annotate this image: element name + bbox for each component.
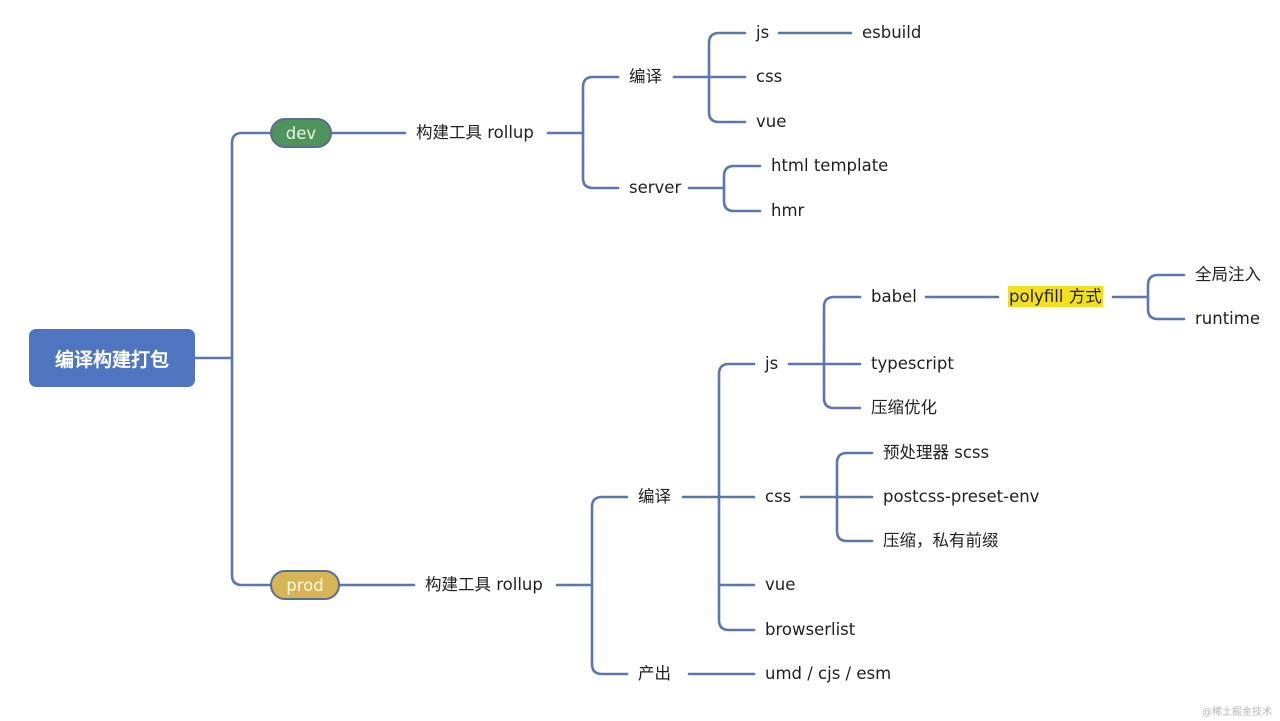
connector-polyfill-runtime <box>1146 295 1186 321</box>
dev-html-template-node[interactable]: html template <box>771 156 889 175</box>
prod-node[interactable]: prod <box>270 570 340 600</box>
prod-output-node[interactable]: 产出 <box>638 664 671 683</box>
root-label: 编译构建打包 <box>54 348 169 371</box>
dev-vue-node[interactable]: vue <box>756 112 787 131</box>
dev-esbuild-node[interactable]: esbuild <box>862 23 922 42</box>
prod-output-value-node[interactable]: umd / cjs / esm <box>765 664 892 683</box>
dev-label: dev <box>285 123 317 143</box>
root-node[interactable]: 编译构建打包 <box>29 329 195 387</box>
connector-dev-compile <box>581 75 620 135</box>
prod-babel-node[interactable]: babel <box>871 287 917 306</box>
connector-dev-js <box>707 31 747 79</box>
dev-css-node[interactable]: css <box>756 67 783 86</box>
connector-polyfill-global <box>1146 273 1186 299</box>
polyfill-label: polyfill 方式 <box>1008 286 1103 307</box>
css-scss-node[interactable]: 预处理器 scss <box>883 443 990 462</box>
prod-css-node[interactable]: css <box>765 487 792 506</box>
dev-tool-node[interactable]: 构建工具 rollup <box>416 123 534 142</box>
dev-hmr-node[interactable]: hmr <box>771 201 805 220</box>
prod-typescript-node[interactable]: typescript <box>871 354 954 373</box>
prod-vue-node[interactable]: vue <box>765 575 796 594</box>
dev-server-node[interactable]: server <box>629 178 682 197</box>
prod-tool-node[interactable]: 构建工具 rollup <box>425 575 543 594</box>
dev-node[interactable]: dev <box>270 118 332 148</box>
connector-js-compress <box>822 362 862 410</box>
prod-compile-node[interactable]: 编译 <box>638 487 671 506</box>
connector-css-compress <box>835 495 874 543</box>
prod-js-node[interactable]: js <box>765 354 779 373</box>
connector-dev-server <box>581 131 620 190</box>
polyfill-global-node[interactable]: 全局注入 <box>1195 265 1261 284</box>
css-compress-node[interactable]: 压缩，私有前缀 <box>883 531 999 550</box>
prod-label: prod <box>286 575 324 595</box>
dev-compile-node[interactable]: 编译 <box>629 67 662 86</box>
connector-prod-js <box>717 362 756 499</box>
polyfill-node[interactable]: polyfill 方式 <box>1008 286 1103 308</box>
prod-compress-node[interactable]: 压缩优化 <box>871 398 937 417</box>
css-postcss-node[interactable]: postcss-preset-env <box>883 487 1040 506</box>
connector-js-babel <box>822 295 862 366</box>
connector-dev-vue <box>707 75 747 124</box>
connector-prod-compile <box>590 495 629 587</box>
connector-prod-browserlist <box>717 583 756 632</box>
prod-browserlist-node[interactable]: browserlist <box>765 620 856 639</box>
connector-root-prod <box>230 356 272 587</box>
connector-server-hmr <box>722 186 762 213</box>
connector-server-html <box>722 164 762 190</box>
dev-js-node[interactable]: js <box>756 23 770 42</box>
connector-css-scss <box>835 451 874 499</box>
watermark: @稀土掘金技术 <box>1202 707 1272 718</box>
polyfill-runtime-node[interactable]: runtime <box>1195 309 1260 328</box>
connector-root-dev <box>230 131 272 360</box>
connector-prod-vue <box>717 495 756 587</box>
connector-prod-output <box>590 583 629 676</box>
